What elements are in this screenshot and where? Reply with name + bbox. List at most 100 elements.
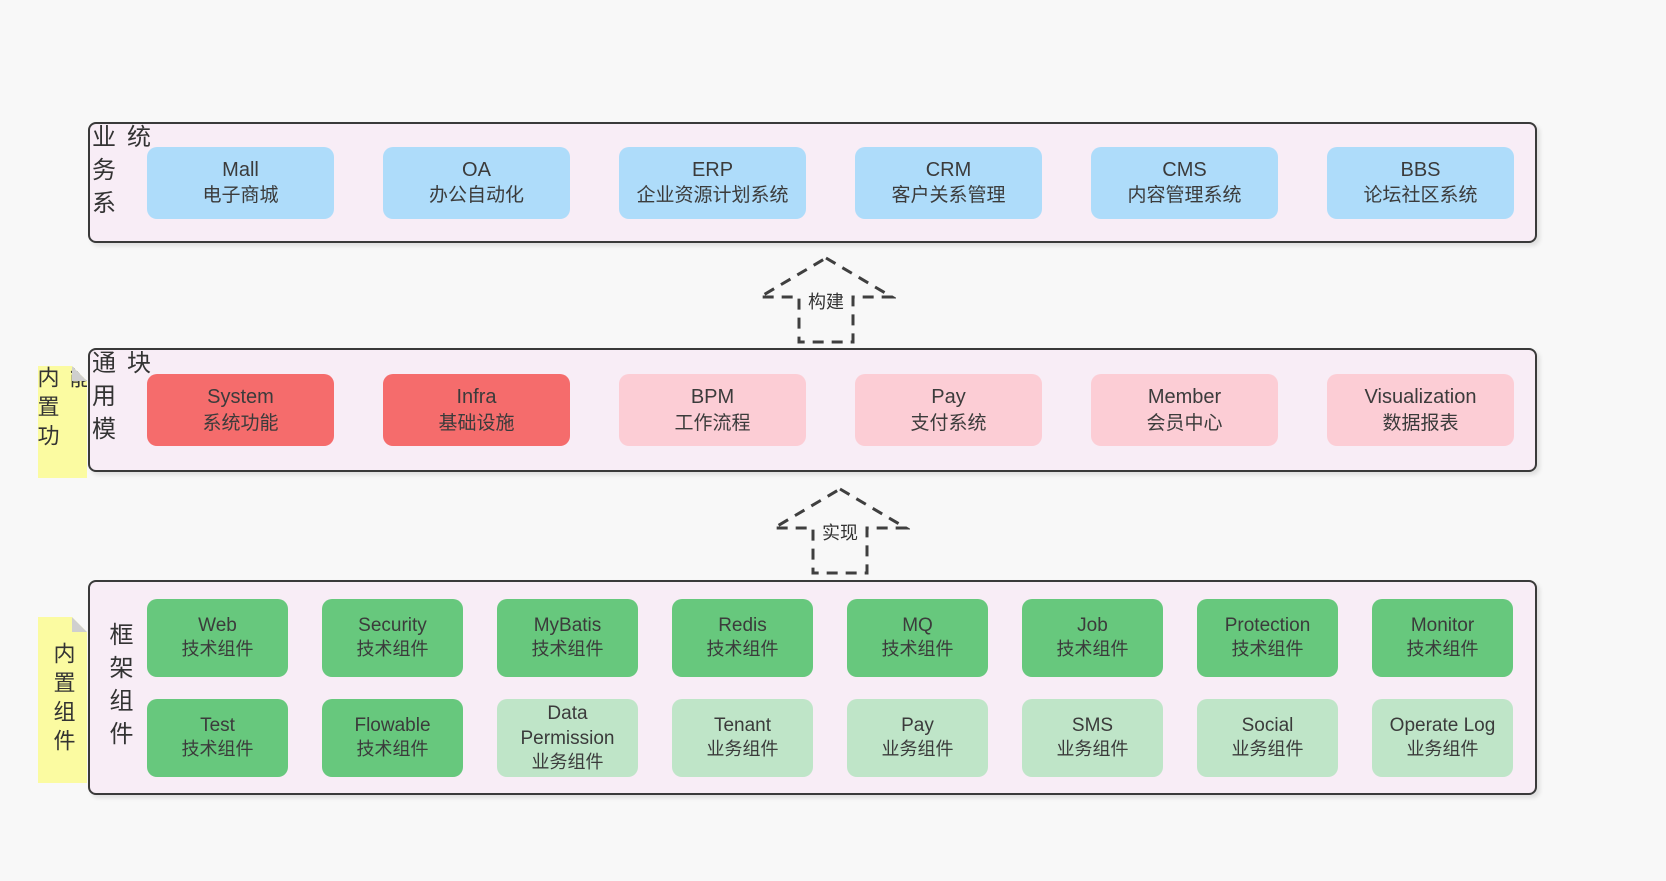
box-subtitle: 技术组件 [1231, 639, 1304, 660]
box-title: MyBatis [533, 615, 602, 637]
box-job: Job 技术组件 [1022, 598, 1163, 677]
box-system: System 系统功能 [147, 374, 334, 446]
framework-components-label: 框架组件 [105, 621, 132, 754]
framework-components-boxes: Web 技术组件 Security 技术组件 MyBatis 技术组件 Redi… [147, 582, 1537, 793]
box-oa: OA 办公自动化 [383, 146, 570, 219]
build-arrow: 构建 [756, 256, 896, 344]
business-systems-boxes: Mall 电子商城 OA 办公自动化 ERP 企业资源计划系统 CRM 客户关系… [147, 124, 1538, 241]
box-title: Pay [901, 715, 934, 737]
box-title: Security [358, 615, 427, 637]
box-title: Monitor [1410, 615, 1475, 637]
box-title: OA [462, 158, 491, 181]
box-subtitle: 技术组件 [1056, 639, 1129, 660]
box-subtitle: 数据报表 [1382, 412, 1459, 434]
box-subtitle: 业务组件 [706, 739, 779, 760]
box-title: Tenant [713, 715, 772, 737]
box-data-permission: Data Permission 业务组件 [497, 698, 638, 777]
business-systems-label: 业务系统 [87, 124, 150, 223]
box-subtitle: 技术组件 [531, 639, 604, 660]
box-flowable: Flowable 技术组件 [322, 698, 463, 777]
box-title: BBS [1400, 158, 1441, 181]
box-social: Social 业务组件 [1197, 698, 1338, 777]
box-subtitle: 技术组件 [881, 639, 954, 660]
built-in-features-sticky-label: 内置功能 [34, 366, 60, 453]
box-web: Web 技术组件 [147, 598, 288, 677]
box-subtitle: 会员中心 [1146, 412, 1223, 434]
box-title: BPM [690, 386, 735, 409]
box-title: Data Permission [520, 702, 615, 749]
box-title: SMS [1071, 715, 1114, 737]
box-subtitle: 办公自动化 [428, 185, 524, 207]
box-member: Member 会员中心 [1091, 374, 1278, 446]
box-title: CMS [1162, 158, 1207, 181]
box-title: Web [198, 615, 237, 637]
box-title: Flowable [354, 715, 431, 737]
implement-arrow-label: 实现 [819, 518, 861, 546]
implement-arrow: 实现 [770, 487, 910, 575]
box-redis: Redis 技术组件 [672, 598, 813, 677]
box-title: ERP [691, 158, 734, 181]
up-arrow-icon [756, 256, 896, 344]
built-in-components-sticky: 内置组件 [38, 617, 87, 783]
framework-components-panel: 框架组件 Web 技术组件 Security 技术组件 MyBatis 技术组件… [88, 580, 1537, 795]
box-title: Operate Log [1389, 715, 1496, 737]
box-subtitle: 支付系统 [910, 412, 987, 434]
box-pay-module: Pay 支付系统 [855, 374, 1042, 446]
box-subtitle: 业务组件 [1406, 739, 1479, 760]
box-subtitle: 技术组件 [181, 639, 254, 660]
box-subtitle: 业务组件 [1231, 739, 1304, 760]
box-subtitle: 内容管理系统 [1127, 185, 1242, 207]
box-subtitle: 企业资源计划系统 [636, 185, 789, 207]
common-modules-panel: 通用模块 System 系统功能 Infra 基础设施 BPM 工作流程 Pay… [88, 348, 1537, 472]
box-subtitle: 业务组件 [531, 751, 604, 772]
box-subtitle: 技术组件 [706, 639, 779, 660]
build-arrow-label: 构建 [805, 287, 847, 315]
box-title: System [207, 386, 274, 409]
box-tenant: Tenant 业务组件 [672, 698, 813, 777]
box-title: Member [1147, 386, 1222, 409]
box-pay-component: Pay 业务组件 [847, 698, 988, 777]
box-title: Pay [931, 386, 966, 409]
box-erp: ERP 企业资源计划系统 [619, 146, 806, 219]
box-bpm: BPM 工作流程 [619, 374, 806, 446]
common-modules-boxes: System 系统功能 Infra 基础设施 BPM 工作流程 Pay 支付系统… [147, 350, 1538, 470]
box-title: Job [1077, 615, 1108, 637]
box-title: Redis [718, 615, 767, 637]
box-subtitle: 论坛社区系统 [1363, 185, 1478, 207]
box-subtitle: 工作流程 [674, 412, 751, 434]
box-subtitle: 技术组件 [1406, 639, 1479, 660]
box-mq: MQ 技术组件 [847, 598, 988, 677]
box-sms: SMS 业务组件 [1022, 698, 1163, 777]
box-subtitle: 客户关系管理 [891, 185, 1006, 207]
common-modules-label: 通用模块 [87, 350, 150, 449]
box-title: Protection [1224, 615, 1311, 637]
box-infra: Infra 基础设施 [383, 374, 570, 446]
box-operate-log: Operate Log 业务组件 [1372, 698, 1513, 777]
sticky-fold-icon [72, 617, 87, 632]
built-in-features-sticky: 内置功能 [38, 366, 87, 478]
box-visualization: Visualization 数据报表 [1327, 374, 1514, 446]
box-monitor: Monitor 技术组件 [1372, 598, 1513, 677]
box-bbs: BBS 论坛社区系统 [1327, 146, 1514, 219]
up-arrow-icon [770, 487, 910, 575]
box-mybatis: MyBatis 技术组件 [497, 598, 638, 677]
box-subtitle: 业务组件 [881, 739, 954, 760]
business-systems-panel: 业务系统 Mall 电子商城 OA 办公自动化 ERP 企业资源计划系统 CRM… [88, 122, 1537, 243]
box-subtitle: 技术组件 [356, 739, 429, 760]
box-title: CRM [925, 158, 972, 181]
built-in-components-sticky-label: 内置组件 [50, 642, 76, 758]
box-security: Security 技术组件 [322, 598, 463, 677]
box-subtitle: 技术组件 [181, 739, 254, 760]
box-protection: Protection 技术组件 [1197, 598, 1338, 677]
box-subtitle: 基础设施 [438, 412, 515, 434]
box-title: Visualization [1364, 386, 1477, 409]
box-test: Test 技术组件 [147, 698, 288, 777]
box-subtitle: 系统功能 [202, 412, 279, 434]
box-crm: CRM 客户关系管理 [855, 146, 1042, 219]
box-subtitle: 技术组件 [356, 639, 429, 660]
box-title: Test [200, 715, 235, 737]
box-title: Social [1241, 715, 1294, 737]
box-subtitle: 业务组件 [1056, 739, 1129, 760]
box-mall: Mall 电子商城 [147, 146, 334, 219]
box-title: MQ [902, 615, 933, 637]
